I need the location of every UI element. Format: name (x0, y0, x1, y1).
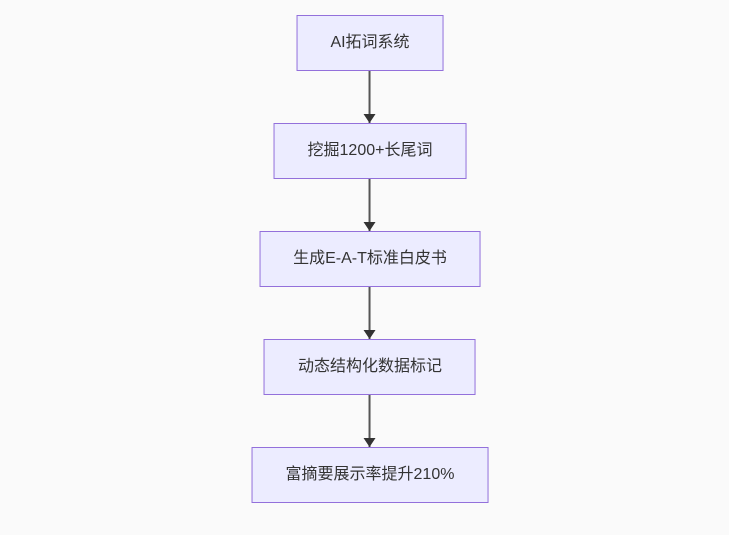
edge-line (369, 179, 371, 231)
node-rich-snippet-rate: 富摘要展示率提升210% (251, 447, 489, 503)
edge-line (369, 71, 371, 123)
node-longtail-keywords: 挖掘1200+长尾词 (273, 123, 467, 179)
node-label: 挖掘1200+长尾词 (307, 142, 433, 159)
edge-line (369, 395, 371, 447)
arrow-down-icon (364, 222, 376, 231)
arrow-down-icon (364, 114, 376, 123)
flow-edge-4 (363, 395, 377, 447)
arrow-down-icon (364, 438, 376, 447)
arrow-down-icon (364, 330, 376, 339)
node-label: 富摘要展示率提升210% (285, 466, 455, 483)
flow-edge-2 (363, 179, 377, 231)
node-ai-expansion-system: AI拓词系统 (296, 15, 444, 71)
node-label: AI拓词系统 (330, 34, 410, 51)
node-label: 生成E-A-T标准白皮书 (293, 250, 447, 267)
node-eat-whitepaper: 生成E-A-T标准白皮书 (259, 231, 481, 287)
node-label: 动态结构化数据标记 (297, 358, 442, 375)
edge-line (369, 287, 371, 339)
flow-edge-3 (363, 287, 377, 339)
flow-edge-1 (363, 71, 377, 123)
flowchart: AI拓词系统 挖掘1200+长尾词 生成E-A-T标准白皮书 动态结构化数据标记… (251, 15, 489, 503)
node-structured-data-markup: 动态结构化数据标记 (263, 339, 476, 395)
